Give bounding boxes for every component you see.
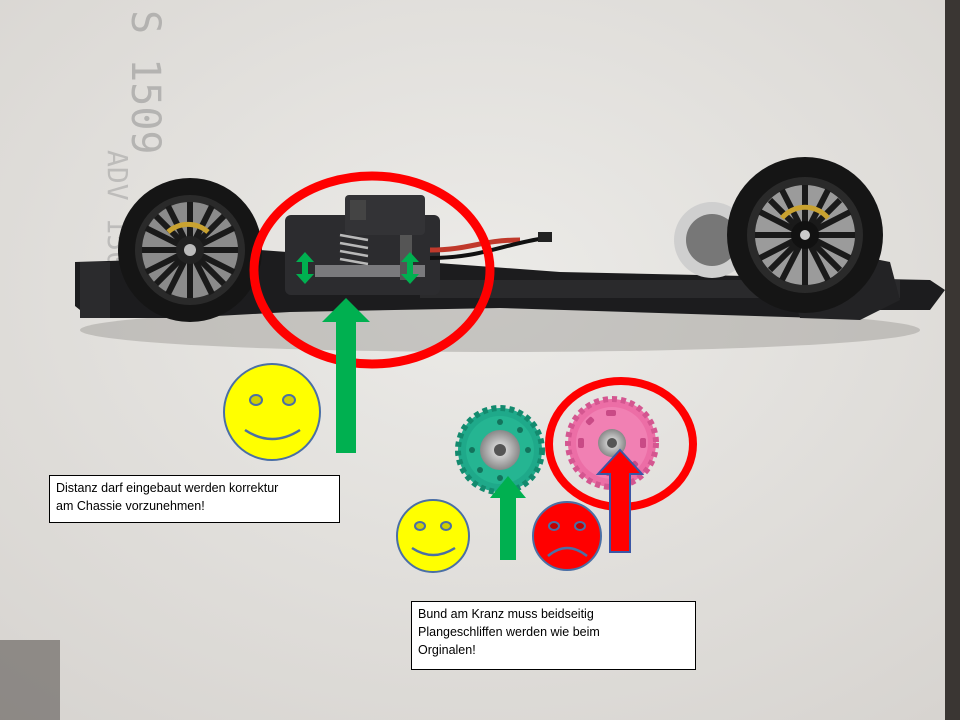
front-wheel xyxy=(118,178,262,322)
callout-line: Distanz darf eingebaut werden korrektur xyxy=(56,481,279,495)
spacer-arrow-left xyxy=(296,252,314,284)
callout-line: Orginalen! xyxy=(418,643,476,657)
right-edge-shadow xyxy=(945,0,960,720)
callout-spacer-note: Distanz darf eingebaut werden korrektur … xyxy=(49,475,340,523)
smiley-happy-bottom xyxy=(396,499,470,573)
chassis-front-bracket xyxy=(80,262,110,318)
pod-plate xyxy=(315,265,425,277)
smiley-sad xyxy=(532,501,602,571)
screw-post xyxy=(350,200,366,220)
motor-wire-red xyxy=(429,237,521,253)
callout-gear-note: Bund am Kranz muss beidseitig Plangeschl… xyxy=(411,601,696,670)
rear-wheel xyxy=(674,157,883,313)
callout-line: am Chassie vorzunehmen! xyxy=(56,499,205,513)
spacer-arrow-right xyxy=(401,252,419,284)
smiley-happy-left xyxy=(223,363,321,461)
pod-highlight-ellipse xyxy=(249,171,495,369)
spring xyxy=(339,233,369,266)
wire-connector xyxy=(538,232,552,242)
pink-gear-red-arrow xyxy=(595,448,645,553)
green-spur-gear xyxy=(455,405,545,495)
pod-green-arrow xyxy=(322,298,370,453)
green-gear-arrow xyxy=(490,476,526,560)
callout-line: Bund am Kranz muss beidseitig xyxy=(418,607,594,621)
callout-line: Plangeschliffen werden wie beim xyxy=(418,625,600,639)
bottom-left-corner xyxy=(0,640,60,720)
watermark-vertical-text: S 1509 xyxy=(122,10,168,155)
